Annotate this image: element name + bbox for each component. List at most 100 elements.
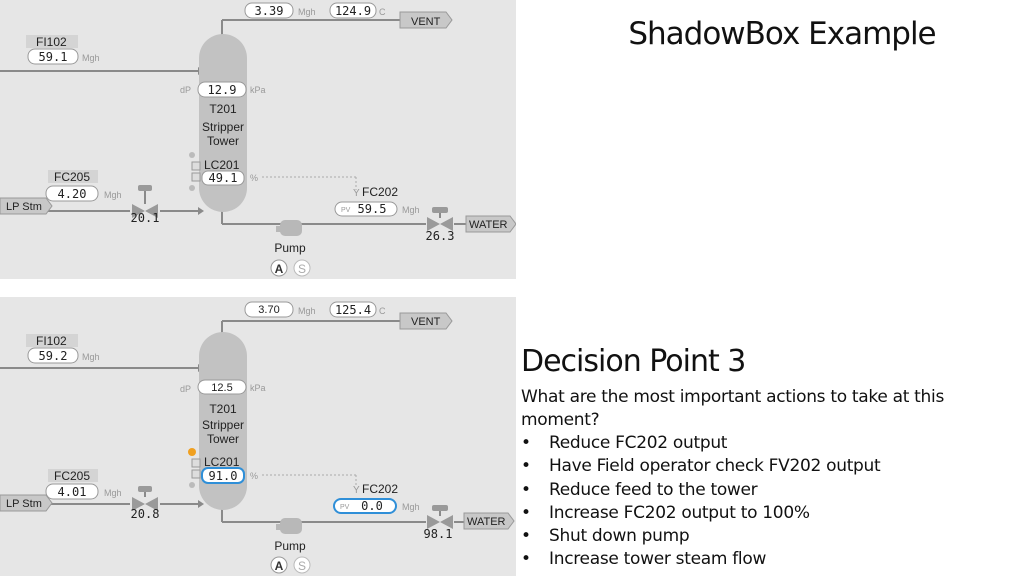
fc205-tag: FC205: [54, 469, 90, 483]
svg-text:Mgh: Mgh: [402, 502, 420, 512]
auto-mode-button[interactable]: [270, 556, 288, 574]
svg-text:12.9: 12.9: [208, 83, 237, 97]
water-valve-icon[interactable]: [427, 505, 453, 529]
process-panel-top: Y T201 Stripper Tower VENT 3.39 Mgh 124.…: [0, 0, 516, 279]
bullet-icon: •: [521, 549, 531, 570]
bullet-icon: •: [521, 502, 531, 523]
arrow-icon: [198, 500, 204, 508]
steam-valve-icon[interactable]: [132, 486, 158, 511]
svg-text:0.0: 0.0: [361, 499, 383, 513]
svg-text:dP: dP: [180, 384, 191, 394]
option-item: •Increase FC202 output to 100%: [521, 502, 880, 525]
steam-valve-value: 20.1: [131, 211, 160, 225]
svg-text:S: S: [298, 262, 306, 276]
decision-question: What are the most important actions to t…: [521, 387, 944, 430]
svg-text:Y: Y: [353, 188, 360, 199]
tower-label: T201: [209, 402, 237, 416]
water-valve-value: 98.1: [424, 527, 453, 541]
lp-steam-source: [0, 494, 53, 512]
svg-text:WATER: WATER: [467, 516, 506, 528]
fc205-readout: [45, 483, 99, 500]
svg-text:Tower: Tower: [207, 432, 239, 446]
bullet-icon: •: [521, 433, 531, 453]
vent-flow-readout: [244, 301, 294, 318]
fi102-readout: [27, 48, 79, 65]
svg-text:C: C: [379, 306, 386, 316]
svg-text:kPa: kPa: [250, 85, 266, 95]
vent-destination: [399, 11, 453, 29]
vent-temp-readout: [329, 301, 377, 318]
decision-heading: Decision Point 3: [521, 344, 746, 379]
pump-icon[interactable]: [276, 518, 302, 534]
water-valve-value: 26.3: [426, 229, 455, 243]
svg-text:Y: Y: [353, 485, 360, 496]
vent-flow-readout: [244, 2, 294, 19]
fi102-readout: [27, 347, 79, 364]
water-destination: [465, 215, 516, 233]
stripper-tower: [199, 34, 247, 212]
svg-text:Mgh: Mgh: [82, 53, 100, 63]
option-item: •Shut down pump: [521, 525, 880, 548]
stop-mode-button[interactable]: [293, 259, 311, 277]
pump-label: Pump: [274, 539, 306, 553]
svg-text:VENT: VENT: [411, 316, 441, 328]
fc202-tag: FC202: [362, 482, 398, 496]
svg-text:%: %: [250, 471, 258, 481]
svg-text:Mgh: Mgh: [298, 306, 316, 316]
lc201-readout: [201, 170, 245, 186]
steam-valve-icon[interactable]: [132, 185, 158, 218]
svg-text:Mgh: Mgh: [104, 488, 122, 498]
svg-text:Stripper: Stripper: [202, 418, 244, 432]
svg-text:125.4: 125.4: [335, 303, 371, 317]
pump-label: Pump: [274, 241, 306, 255]
tower-label: T201: [209, 102, 237, 116]
fc205-tag: FC205: [54, 170, 90, 184]
option-item: •Have Field operator check FV202 output: [521, 455, 881, 478]
svg-text:Mgh: Mgh: [82, 352, 100, 362]
fi102-tag: FI102: [36, 334, 67, 348]
arrow-icon: [198, 207, 204, 215]
auto-mode-button[interactable]: [270, 259, 288, 277]
pump-icon[interactable]: [276, 220, 302, 236]
svg-text:91.0: 91.0: [209, 469, 238, 483]
lc201-tag: LC201: [204, 455, 240, 469]
option-item: •Reduce FC202 output: [521, 432, 880, 455]
fi102-tag: FI102: [36, 35, 67, 49]
option-item: •Reduce feed to the tower: [521, 479, 880, 502]
svg-text:VENT: VENT: [411, 16, 441, 28]
svg-text:A: A: [275, 559, 284, 573]
svg-text:LP Stm: LP Stm: [6, 498, 42, 510]
svg-text:LP Stm: LP Stm: [6, 201, 42, 213]
bullet-icon: •: [521, 456, 531, 477]
svg-text:dP: dP: [180, 85, 191, 95]
svg-text:kPa: kPa: [250, 383, 266, 393]
decision-options: •Reduce FC202 output •Have Field operato…: [521, 432, 881, 572]
svg-text:Mgh: Mgh: [298, 7, 316, 17]
slide-title: ShadowBox Example: [628, 16, 936, 52]
process-panel-bottom: Y T201 Stripper Tower VENT 3.70 Mgh 125.…: [0, 297, 516, 576]
option-item: •Increase tower steam flow: [521, 548, 880, 571]
alarm-indicator: [188, 448, 196, 456]
svg-text:WATER: WATER: [469, 219, 508, 231]
svg-text:PV: PV: [341, 207, 351, 214]
svg-text:C: C: [379, 7, 386, 17]
lc201-readout: [201, 467, 245, 484]
water-valve-icon[interactable]: [427, 207, 453, 231]
dp-readout: [197, 81, 247, 98]
fc202-readout: [334, 201, 398, 217]
fc202-readout: [333, 498, 397, 514]
svg-text:Mgh: Mgh: [104, 190, 122, 200]
lc201-tag: LC201: [204, 158, 240, 172]
svg-text:4.20: 4.20: [58, 187, 87, 201]
svg-text:59.2: 59.2: [39, 349, 68, 363]
svg-text:%: %: [250, 173, 258, 183]
process-diagram-bottom: Y T201 Stripper Tower VENT 3.70 Mgh 125.…: [0, 301, 515, 574]
svg-text:49.1: 49.1: [209, 171, 238, 185]
svg-text:S: S: [298, 559, 306, 573]
svg-text:Stripper: Stripper: [202, 120, 244, 134]
dp-readout: [197, 379, 247, 395]
bullet-icon: •: [521, 479, 531, 500]
fc202-tag: FC202: [362, 185, 398, 199]
svg-text:12.5: 12.5: [211, 382, 232, 394]
stop-mode-button[interactable]: [293, 556, 311, 574]
